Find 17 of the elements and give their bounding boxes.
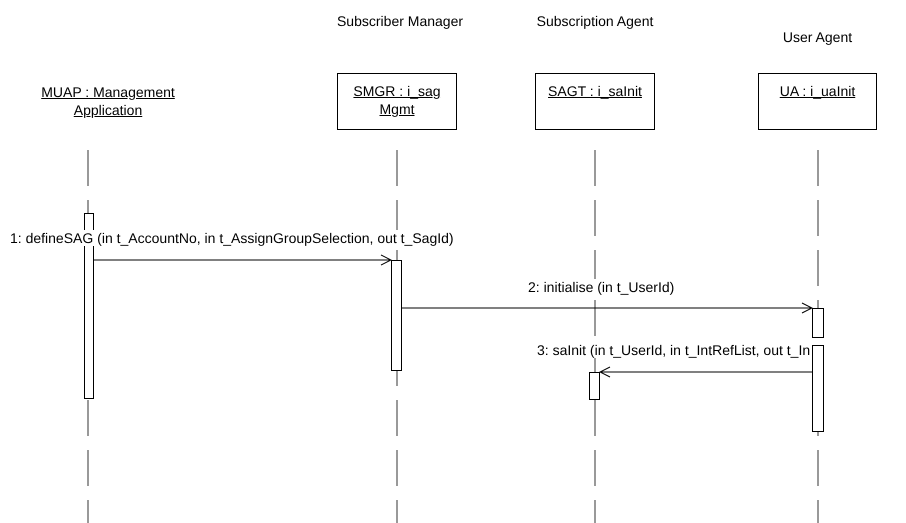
message-label: 1: defineSAG (in t_AccountNo, in t_AssignGroupSelection, out t_SagId) [10,230,454,246]
message-arrow [94,254,392,266]
object-name: MUAP : Management Application [8,83,208,119]
role-heading: Subscriber Manager [336,12,464,30]
message-arrow [402,302,812,314]
activation-bar [391,260,402,371]
message-arrow [600,366,812,378]
message-label: 3: saInit (in t_UserId, in t_IntRefList, out t_In [537,342,810,358]
activation-bar [812,308,824,338]
activation-bar [812,345,824,432]
activation-bar [589,372,600,400]
message-label: 2: initialise (in t_UserId) [528,279,674,295]
object-name: SAGT : i_saInit [547,82,643,100]
object-name: SMGR : i_sag Mgmt [352,82,442,118]
role-heading: User Agent [782,28,854,46]
role-heading: Subscription Agent [536,12,654,30]
object-name: UA : i_uaInit [778,82,856,100]
